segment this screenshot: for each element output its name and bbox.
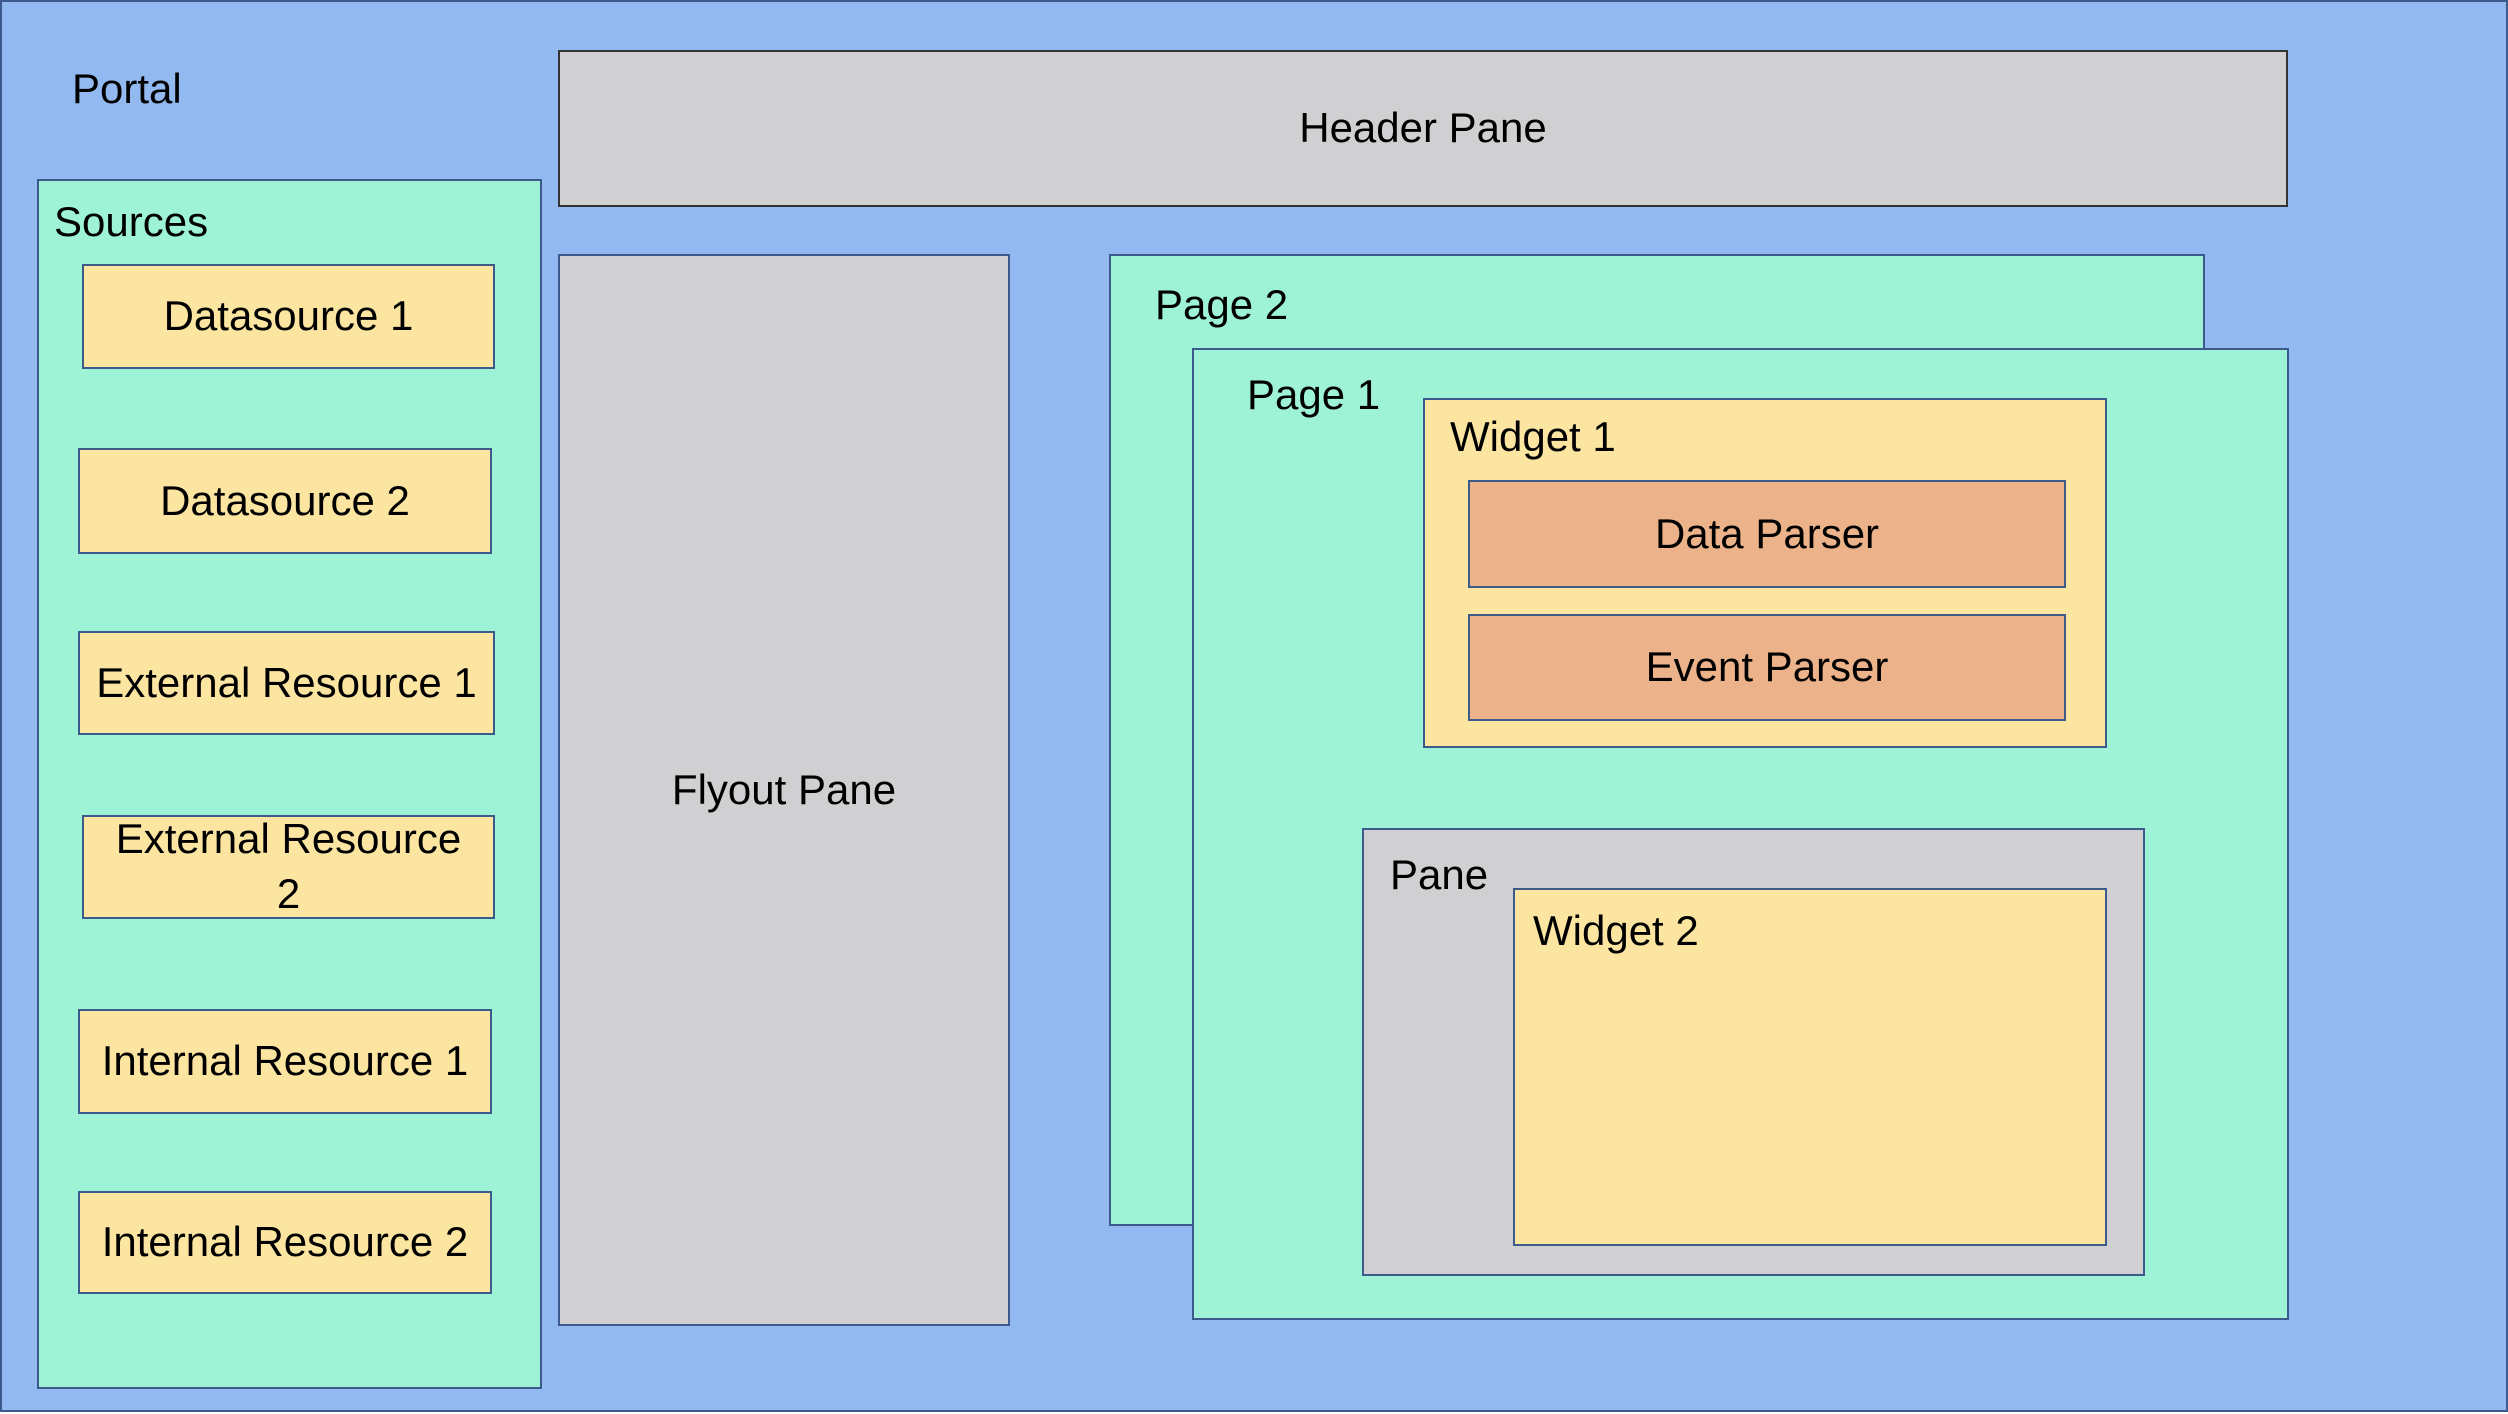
data-parser-label: Data Parser xyxy=(1654,509,1880,557)
source-item-datasource-1: Datasource 1 xyxy=(82,264,495,369)
widget-2-container: Widget 2 xyxy=(1513,888,2107,1246)
source-item-label: Datasource 2 xyxy=(160,476,410,524)
source-item-label: External Resource 2 xyxy=(115,815,462,917)
sources-container: Sources xyxy=(37,179,542,1389)
widget-1-label: Widget 1 xyxy=(1450,413,1616,460)
event-parser-label: Event Parser xyxy=(1645,643,1889,691)
source-item-external-resource-2: External Resource 2 xyxy=(82,815,495,919)
widget-2-label: Widget 2 xyxy=(1533,907,1699,954)
source-item-external-resource-1: External Resource 1 xyxy=(78,631,495,735)
flyout-pane: Flyout Pane xyxy=(558,254,1010,1326)
source-item-label: Internal Resource 2 xyxy=(101,1218,469,1266)
header-pane: Header Pane xyxy=(558,50,2288,207)
source-item-datasource-2: Datasource 2 xyxy=(78,448,492,554)
source-item-label: Datasource 1 xyxy=(163,292,414,340)
page-1-label: Page 1 xyxy=(1247,371,1381,418)
data-parser: Data Parser xyxy=(1468,480,2066,588)
sources-label: Sources xyxy=(54,198,209,245)
event-parser: Event Parser xyxy=(1468,614,2066,721)
flyout-pane-label: Flyout Pane xyxy=(671,765,897,813)
pane-label: Pane xyxy=(1390,851,1489,898)
source-item-internal-resource-1: Internal Resource 1 xyxy=(78,1009,492,1114)
source-item-label: Internal Resource 1 xyxy=(101,1037,469,1085)
header-pane-label: Header Pane xyxy=(1299,104,1547,152)
source-item-internal-resource-2: Internal Resource 2 xyxy=(78,1191,492,1294)
portal-label: Portal xyxy=(72,65,182,112)
source-item-label: External Resource 1 xyxy=(96,658,477,706)
page-2-label: Page 2 xyxy=(1155,281,1289,328)
